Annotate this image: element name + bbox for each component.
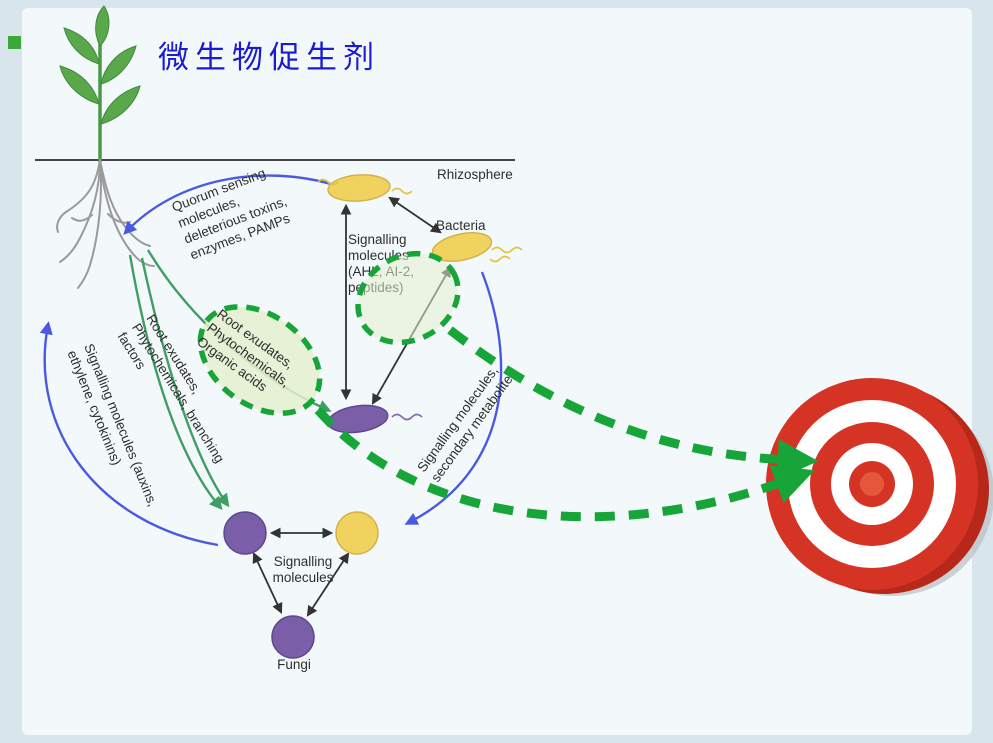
annotation-line: Signalling <box>348 232 407 247</box>
bacterium-top <box>317 174 413 202</box>
bacterium-right <box>431 232 523 263</box>
target-bullseye-center <box>860 472 884 496</box>
arrow-root-exudates-to-network-2 <box>140 257 230 508</box>
arrow-quorum-sensing <box>123 174 339 235</box>
node-fungi <box>271 615 315 659</box>
arrow-purple-fungi <box>252 552 283 614</box>
leaf-left-1 <box>63 27 100 65</box>
arrow-auxin-signalling <box>39 321 219 547</box>
plant-roots <box>56 159 155 289</box>
signalling-network: Signalling molecules Fungi <box>223 511 379 672</box>
leaf-right-1 <box>100 45 137 85</box>
dashed-arrow-lower-to-target <box>314 407 815 522</box>
leaf-right-2 <box>100 85 141 125</box>
page-title: 微生物促生剂 <box>158 40 380 75</box>
label-bacteria: Bacteria <box>436 218 486 233</box>
arrow-secondary-metabolites <box>404 271 503 525</box>
label-rhizosphere: Rhizosphere <box>437 167 513 182</box>
dashed-arrow-upper-to-target <box>447 326 819 480</box>
arrow-bacteria-bacteria <box>388 196 442 234</box>
leaf-left-2 <box>59 65 100 105</box>
label-fungi: Fungi <box>277 657 311 672</box>
node-purple-microbe <box>223 511 267 555</box>
label-network-signalling: Signalling <box>274 554 333 569</box>
target-icon <box>766 378 993 596</box>
plant-icon <box>59 5 141 162</box>
highlight-ellipse-root-exudates <box>197 304 323 416</box>
arrow-root-exudates-to-network-1 <box>128 254 223 511</box>
label-network-molecules: molecules <box>273 570 334 585</box>
corner-marker <box>8 36 21 49</box>
highlight-ellipse-signalling <box>355 250 461 346</box>
leaf-top <box>95 5 110 47</box>
arrow-yellow-fungi <box>306 552 350 617</box>
node-yellow-bacteria <box>335 511 379 555</box>
